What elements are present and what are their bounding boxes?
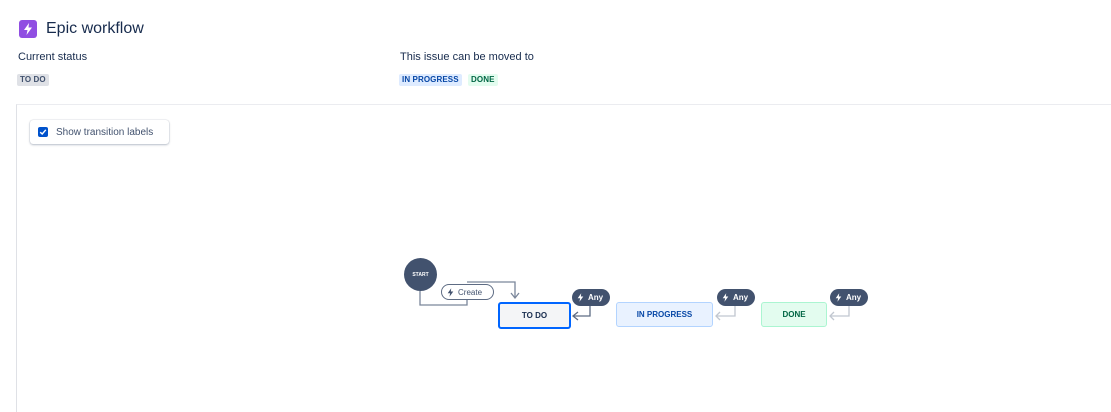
lightning-icon <box>835 293 842 302</box>
current-status-label: Current status <box>18 51 88 63</box>
any-label: Any <box>733 293 749 302</box>
page-header: Epic workflow <box>19 18 144 40</box>
lightning-icon <box>447 287 454 297</box>
any-transition-in-progress[interactable]: Any <box>717 289 755 306</box>
status-node-in-progress[interactable]: IN PROGRESS <box>616 302 713 327</box>
workflow-diagram-canvas[interactable] <box>16 104 1111 412</box>
status-node-to-do[interactable]: TO DO <box>498 302 571 329</box>
start-node: START <box>404 258 437 291</box>
create-transition-label: Create <box>458 287 483 297</box>
lightning-icon <box>577 293 584 302</box>
show-transition-labels-label: Show transition labels <box>56 126 154 138</box>
current-status-badge: TO DO <box>17 74 49 86</box>
moved-to-label: This issue can be moved to <box>400 51 534 63</box>
any-transition-to-do[interactable]: Any <box>572 289 610 306</box>
create-transition[interactable]: Create <box>441 284 494 300</box>
transition-in-progress[interactable]: IN PROGRESS <box>399 74 462 86</box>
page-title: Epic workflow <box>46 20 144 37</box>
status-node-done[interactable]: DONE <box>761 302 827 327</box>
checkbox-checked-icon[interactable] <box>38 127 48 137</box>
any-transition-done[interactable]: Any <box>830 289 868 306</box>
any-label: Any <box>588 293 604 302</box>
transition-done[interactable]: DONE <box>468 74 498 86</box>
epic-icon <box>19 20 37 38</box>
lightning-icon <box>722 293 729 302</box>
show-transition-labels-toggle[interactable]: Show transition labels <box>30 120 169 144</box>
any-label: Any <box>846 293 862 302</box>
